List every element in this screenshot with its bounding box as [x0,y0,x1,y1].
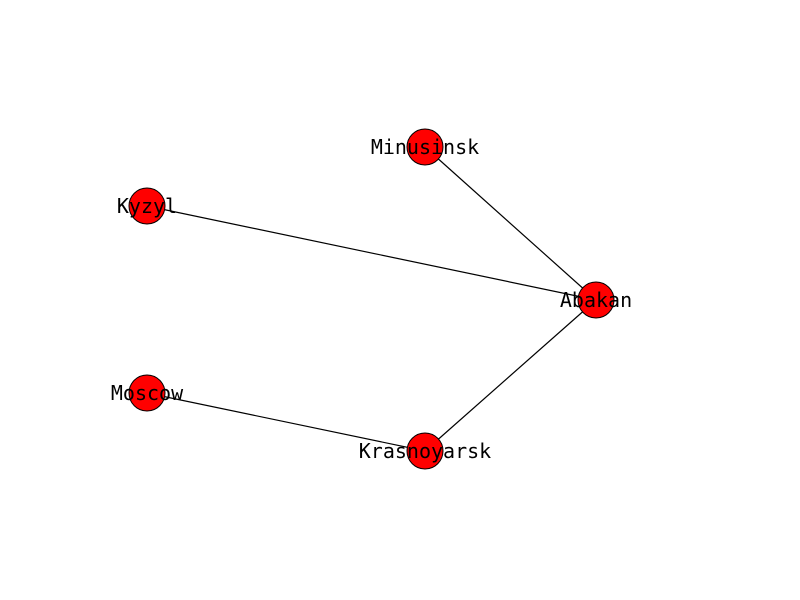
node-minusinsk: Minusinsk [371,128,479,166]
node-label: Minusinsk [371,135,479,159]
node-kyzyl: Kyzyl [117,187,177,225]
node-label: Abakan [560,288,632,312]
edge-minusinsk-abakan [424,146,597,301]
node-label: Kyzyl [117,194,177,218]
edge-abakan-krasnoyarsk [424,299,597,452]
node-circle [128,187,166,225]
node-krasnoyarsk: Krasnoyarsk [359,432,491,470]
edge-moscow-krasnoyarsk [146,392,426,452]
node-circle [406,432,444,470]
node-circle [577,281,615,319]
edge-kyzyl-abakan [146,205,597,301]
node-abakan: Abakan [560,281,632,319]
node-moscow: Moscow [111,374,184,412]
edges-layer [146,146,597,452]
node-label: Moscow [111,381,184,405]
node-circle [406,128,444,166]
node-label: Krasnoyarsk [359,439,491,463]
node-circle [128,374,166,412]
